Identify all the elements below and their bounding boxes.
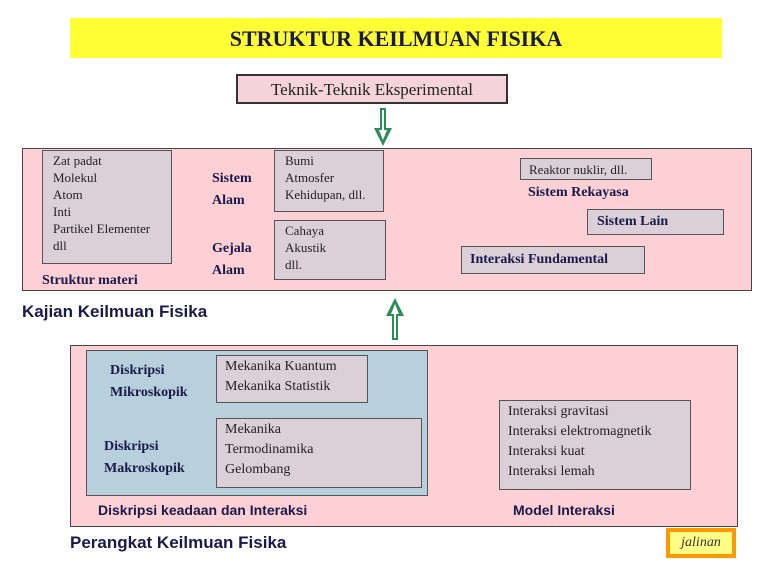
struktur-item: dll [53, 238, 67, 253]
sistem-alam-label: Sistem Alam [212, 168, 252, 212]
title-band [70, 18, 722, 58]
diskripsi-label: Diskripsi keadaan dan Interaksi [98, 502, 308, 518]
sistem-alam-item: Bumi [285, 153, 314, 168]
gejala-alam-label-line: Alam [212, 263, 245, 278]
teknik-eksperimental-box: Teknik-Teknik Eksperimental [236, 74, 508, 104]
struktur-item: Molekul [53, 170, 98, 185]
arrow-up-icon [386, 298, 404, 340]
sistem-rekayasa-label: Sistem Rekayasa [528, 185, 629, 200]
sistem-alam-box: Bumi Atmosfer Kehidupan, dll. [274, 150, 384, 212]
sistem-alam-label-line: Alam [212, 193, 245, 208]
struktur-item: Atom [53, 187, 83, 202]
gejala-alam-box: Cahaya Akustik dll. [274, 220, 386, 280]
mikro-item: Mekanika Statistik [225, 379, 331, 394]
struktur-item: Inti [53, 204, 72, 219]
mikro-item: Mekanika Kuantum [225, 359, 337, 374]
page-title: STRUKTUR KEILMUAN FISIKA [229, 26, 563, 51]
mikro-label: Diskripsi Mikroskopik [110, 360, 188, 404]
mikro-box: Mekanika Kuantum Mekanika Statistik [216, 355, 368, 403]
sistem-lain-box: Sistem Lain [587, 209, 724, 235]
mikro-label-line: Mikroskopik [110, 385, 188, 400]
makro-label-line: Diskripsi [104, 439, 159, 454]
makro-item: Mekanika [225, 422, 281, 437]
gejala-alam-label-line: Gejala [212, 241, 252, 256]
interaksi-item: Interaksi gravitasi [508, 404, 609, 419]
arrow-down-icon [374, 108, 392, 146]
kajian-keilmuan-label: Kajian Keilmuan Fisika [22, 302, 208, 321]
makro-item: Termodinamika [225, 442, 314, 457]
struktur-item: Partikel Elementer [53, 221, 151, 236]
struktur-materi-label: Struktur materi [42, 273, 138, 288]
interaksi-item: Interaksi elektromagnetik [508, 424, 652, 439]
model-interaksi-label: Model Interaksi [513, 502, 615, 518]
perangkat-keilmuan-label: Perangkat Keilmuan Fisika [70, 533, 287, 552]
gejala-alam-item: dll. [285, 257, 302, 272]
struktur-materi-box: Zat padat Molekul Atom Inti Partikel Ele… [42, 150, 172, 264]
interaksi-item: Interaksi kuat [508, 444, 585, 459]
gejala-alam-item: Cahaya [285, 223, 324, 238]
mikro-label-line: Diskripsi [110, 363, 165, 378]
makro-box: Mekanika Termodinamika Gelombang [216, 418, 422, 488]
jalinan-label: jalinan [670, 532, 732, 554]
gejala-alam-item: Akustik [285, 240, 327, 255]
sistem-alam-item: Kehidupan, dll. [285, 187, 366, 202]
sistem-alam-label-line: Sistem [212, 171, 252, 186]
makro-label: Diskripsi Makroskopik [104, 436, 185, 480]
reaktor-box: Reaktor nuklir, dll. [520, 158, 652, 180]
struktur-item: Zat padat [53, 153, 102, 168]
gejala-alam-label: Gejala Alam [212, 238, 252, 282]
interaksi-fundamental-box: Interaksi Fundamental [461, 246, 645, 274]
interaksi-item: Interaksi lemah [508, 464, 595, 479]
model-interaksi-box: Interaksi gravitasi Interaksi elektromag… [499, 400, 691, 490]
makro-item: Gelombang [225, 462, 291, 477]
makro-label-line: Makroskopik [104, 461, 185, 476]
sistem-alam-item: Atmosfer [285, 170, 335, 185]
